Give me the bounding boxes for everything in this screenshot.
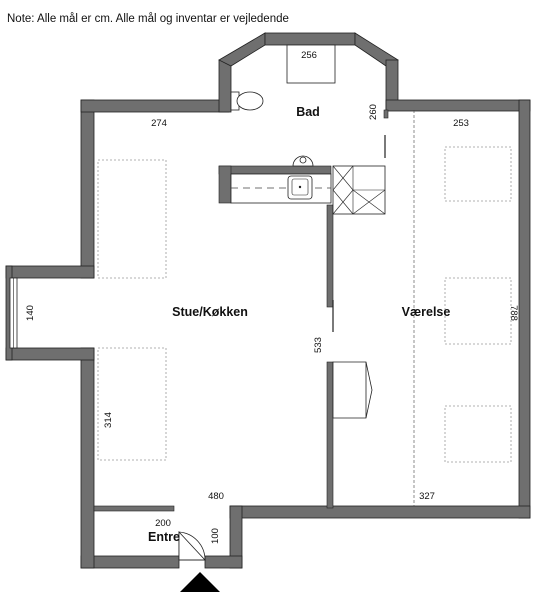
dim-vaerelse-top: 253 <box>453 118 469 129</box>
room-label-vaerelse: Værelse <box>402 305 451 319</box>
wall-bay-top <box>5 265 95 279</box>
dim-stue-mid: 533 <box>313 337 324 353</box>
wall-bad-bottom <box>218 165 332 175</box>
wall-left-lower <box>80 347 95 569</box>
wall-bad-diag-left <box>218 32 266 67</box>
dim-vaerelse-side: 788 <box>508 305 519 321</box>
dim-bad-side: 260 <box>368 104 379 120</box>
inner-walls <box>93 109 389 512</box>
wall-bad-top <box>264 32 356 46</box>
wall-left-upper <box>80 99 95 279</box>
dim-bad-top: 256 <box>301 50 317 61</box>
dim-stue-lower: 314 <box>103 412 114 428</box>
dim-vaerelse-bottom: 327 <box>419 491 435 502</box>
room-label-bad: Bad <box>296 105 320 119</box>
room-label-entre: Entre <box>148 530 180 544</box>
dim-entre-door: 100 <box>210 528 221 544</box>
wall-bad-left <box>218 59 232 113</box>
furniture-vaerelse-1 <box>444 146 512 202</box>
entrance-door <box>178 530 206 561</box>
wall-vaerelse-top <box>385 99 531 112</box>
wall-entre-bottom-left <box>80 555 180 569</box>
room-label-stue: Stue/Køkken <box>172 305 248 319</box>
furniture-stue-lower <box>97 347 167 461</box>
kitchen-counter <box>230 173 332 204</box>
furniture-stue-upper <box>97 159 167 279</box>
entrance-arrow-icon <box>180 572 220 592</box>
bath-sink-icon <box>292 155 314 167</box>
wall-entre-bottom-right <box>204 555 243 569</box>
bath-fixtures <box>230 44 336 167</box>
wall-right <box>518 99 531 519</box>
dim-entre-top: 200 <box>155 518 171 529</box>
furniture-vaerelse-2 <box>444 277 512 345</box>
outer-walls <box>5 32 531 569</box>
wall-stue-top <box>80 99 230 113</box>
window-left <box>9 277 18 349</box>
wall-entre-top <box>93 505 175 512</box>
furniture <box>97 146 512 463</box>
wall-divider-lower <box>326 361 334 509</box>
wall-divider-upper <box>326 204 334 308</box>
dim-window-left: 140 <box>25 305 36 321</box>
doors <box>332 135 386 332</box>
dim-stue-bottom: 480 <box>208 491 224 502</box>
bath-bench <box>286 44 336 84</box>
wall-bad-partition <box>383 109 389 119</box>
wall-bay-bottom <box>5 347 95 361</box>
plan-note: Note: Alle mål er cm. Alle mål og invent… <box>7 13 289 25</box>
furniture-vaerelse-3 <box>444 405 512 463</box>
shower <box>332 165 386 215</box>
toilet-icon <box>230 91 264 111</box>
wall-kitchen-left <box>218 165 232 204</box>
dim-stue-top: 274 <box>151 118 167 129</box>
wardrobe <box>332 361 373 419</box>
wall-vaerelse-bottom <box>229 505 531 519</box>
